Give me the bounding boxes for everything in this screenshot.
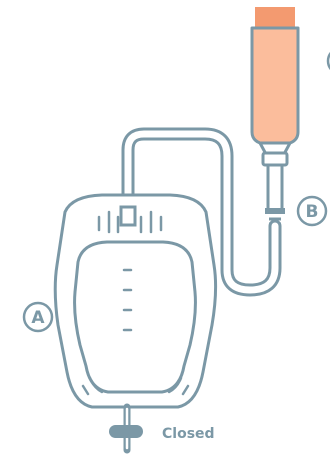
drain-valve-icon [109,403,143,454]
valve-state-label: Closed [162,426,215,442]
catheter-cap [255,7,295,27]
drainage-bag-icon [53,193,218,409]
callout-b-label: B [306,202,319,222]
drainage-tube [121,127,282,297]
valve-handle [109,425,143,438]
catheter-collar [261,151,289,167]
callout-a: A [22,301,54,333]
measurement-ticks [122,268,133,332]
catheter-stem [266,163,284,213]
callout-a-label: A [31,308,45,328]
catheter-icon [250,7,300,226]
connector-band [265,208,285,214]
bag-inner [73,240,197,394]
catheter-body [250,26,300,145]
callout-b: B [296,195,328,227]
